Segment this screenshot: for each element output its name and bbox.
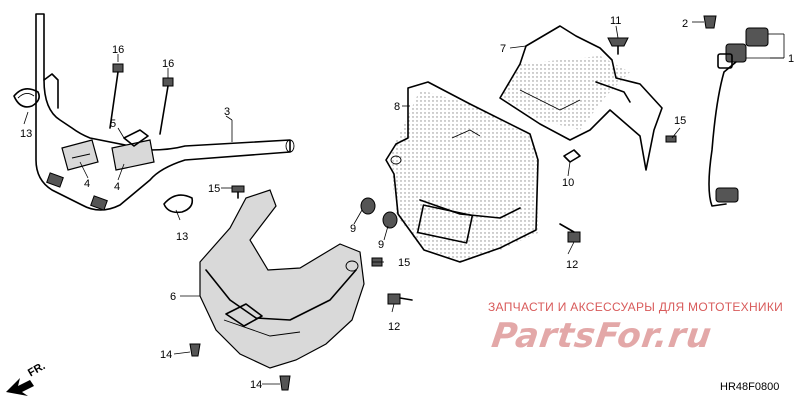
screw-15-a [231, 185, 245, 199]
callout-9-b: 9 [378, 239, 384, 251]
grommet-9-b [382, 211, 398, 229]
meter-housing-8 [385, 81, 540, 263]
callout-16-right: 16 [162, 58, 174, 70]
handlebar-holder-right [111, 129, 155, 171]
watermark-logo: PartsFor.ru [489, 316, 715, 356]
bolt-16-left [109, 63, 124, 129]
front-arrow-icon [6, 378, 34, 396]
watermark-tagline: ЗАПЧАСТИ И АКСЕССУАРЫ ДЛЯ МОТОТЕХНИКИ [488, 300, 784, 314]
callout-16-left: 16 [112, 44, 124, 56]
callout-15-left: 15 [208, 183, 220, 195]
callout-13-top: 13 [20, 128, 32, 140]
handlebar-cover-6 [199, 189, 365, 369]
callout-15-mid: 15 [398, 257, 410, 269]
callout-4-right: 4 [114, 181, 120, 193]
rivet-14-a [189, 343, 201, 357]
callout-1: 1 [788, 53, 794, 65]
callout-4-left: 4 [84, 178, 90, 190]
screw-15-c [665, 135, 677, 143]
upper-cover-7 [499, 25, 663, 171]
diagram-code: HR48F0800 [720, 381, 780, 393]
callout-12-bottom: 12 [388, 321, 400, 333]
cable-clip-13-top [13, 88, 40, 108]
cable-clip-13-bottom [163, 194, 194, 214]
handlebar-part [35, 13, 295, 211]
switch-harness-1 [708, 27, 769, 207]
callout-7: 7 [500, 43, 506, 55]
grommet-9-a [360, 197, 376, 215]
callout-15-right: 15 [674, 115, 686, 127]
callout-9-a: 9 [350, 223, 356, 235]
rivet-14-b [279, 375, 291, 391]
bolt-12-b [387, 293, 413, 305]
callout-14-bottom: 14 [250, 379, 262, 391]
callout-3: 3 [224, 106, 230, 118]
screw-2 [703, 15, 717, 29]
bolt-16-right [159, 77, 174, 135]
grommet-10 [563, 149, 581, 163]
callout-5: 5 [110, 118, 116, 130]
callout-8: 8 [394, 101, 400, 113]
leader-lines [23, 21, 785, 385]
callout-11: 11 [610, 15, 621, 27]
clip-11 [607, 37, 629, 55]
callout-2: 2 [682, 18, 688, 30]
bolt-12-a [559, 223, 581, 243]
callout-10: 10 [562, 177, 574, 189]
callout-13-bottom: 13 [176, 231, 188, 243]
callout-12-right: 12 [566, 259, 578, 271]
callout-14-left: 14 [160, 349, 172, 361]
handlebar-holder-left [61, 139, 99, 171]
callout-6: 6 [170, 291, 176, 303]
